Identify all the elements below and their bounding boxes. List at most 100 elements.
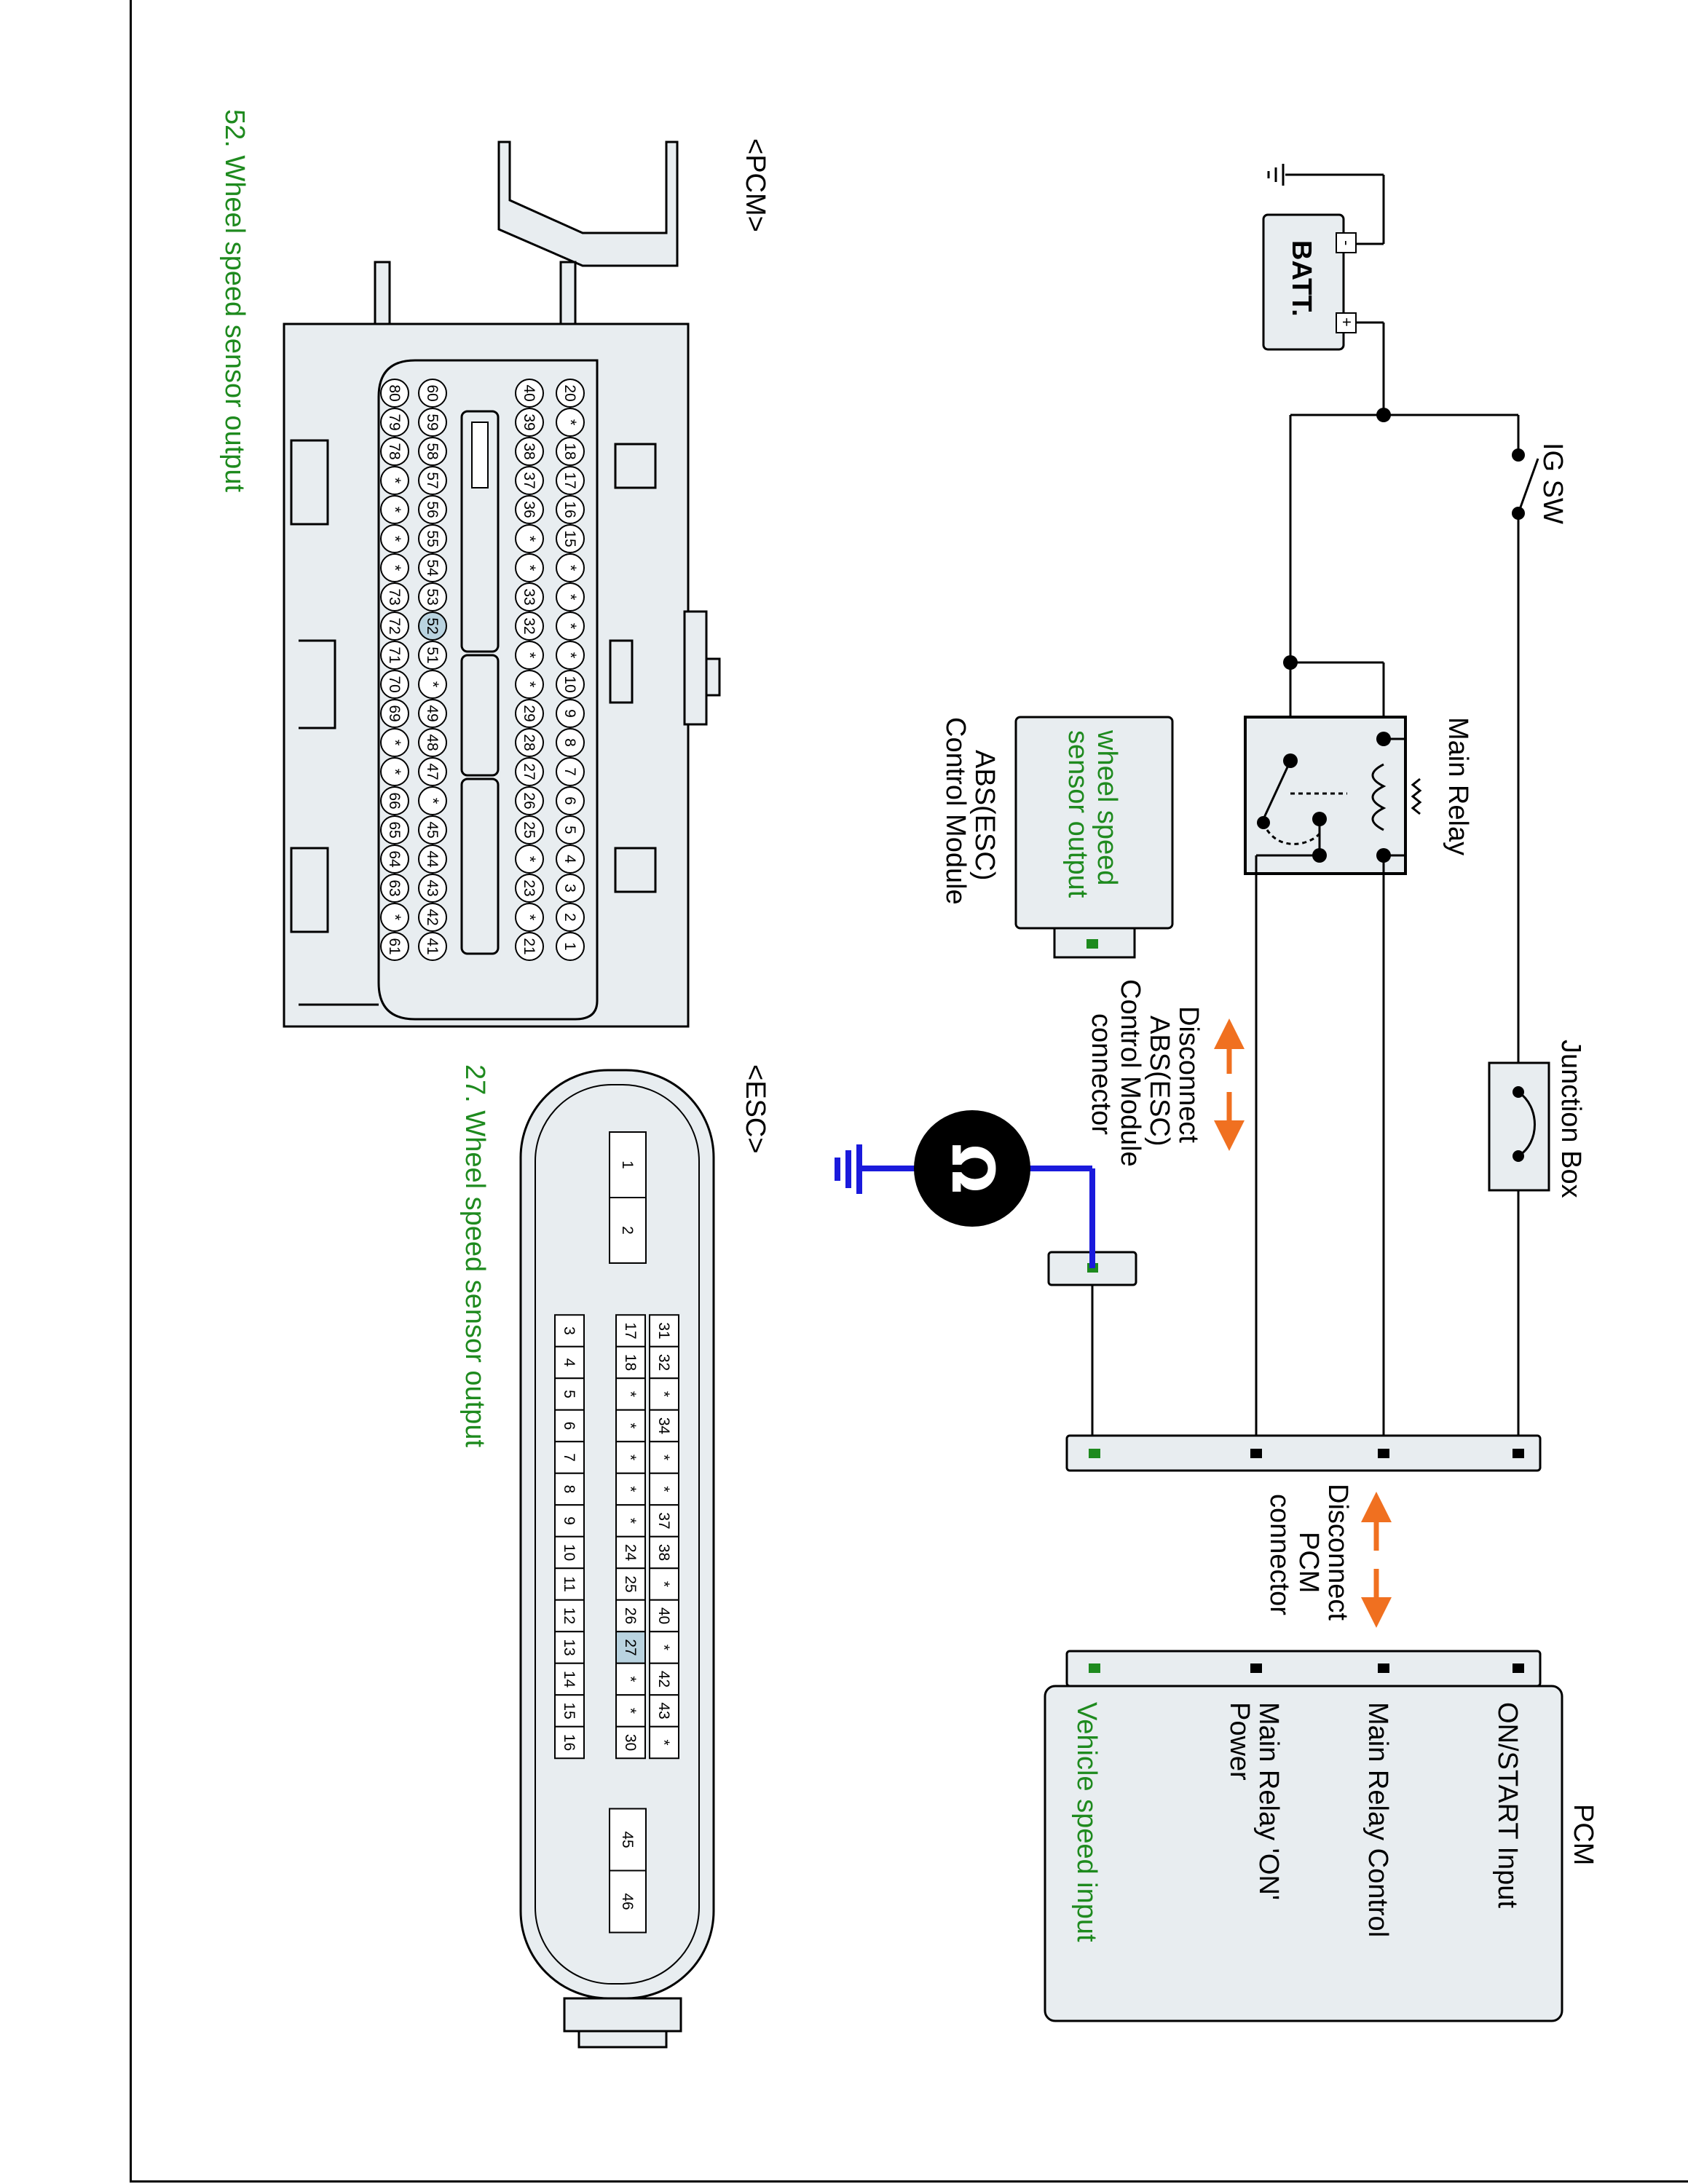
esc-connector-header: <ESC>: [740, 1064, 770, 1154]
esc-pin: *: [649, 1567, 679, 1601]
pcm-input-on-start: ON/START Input: [1492, 1702, 1523, 1908]
pcm-pin: *: [556, 582, 585, 612]
pcm-pin-label: 51: [424, 646, 441, 663]
pcm-pin-label: 20: [561, 384, 578, 401]
pcm-pin-label: 28: [521, 734, 537, 751]
esc-pin: 25: [615, 1567, 646, 1601]
pcm-pin: 25: [515, 815, 544, 844]
pcm-pin-label: 29: [521, 705, 537, 721]
pcm-pin: 43: [418, 874, 447, 903]
pcm-pin: 23: [515, 874, 544, 903]
pcm-pin: 44: [418, 844, 447, 874]
pcm-pin: *: [418, 786, 447, 815]
pcm-pin: 41: [418, 932, 447, 961]
pcm-pin-label: 53: [424, 588, 441, 605]
pcm-pin: *: [556, 553, 585, 582]
pcm-pin-label: 65: [386, 821, 403, 838]
esc-pin-label: 3: [561, 1326, 577, 1335]
esc-pin: 2: [609, 1197, 647, 1264]
esc-pin-label: 46: [619, 1893, 636, 1910]
esc-pin: 30: [615, 1725, 646, 1760]
pcm-pin-label: 70: [386, 676, 403, 692]
pcm-pin-label: 36: [521, 501, 537, 518]
pcm-pin: *: [515, 903, 544, 932]
esc-pin: *: [615, 1504, 646, 1538]
pcm-pin: 79: [380, 408, 409, 437]
pcm-pin-label: 78: [386, 443, 403, 459]
abs-signal-label-2: sensor output: [1062, 730, 1093, 898]
esc-pin: 14: [554, 1662, 585, 1696]
esc-pin: 4: [554, 1345, 585, 1380]
esc-pin: 26: [615, 1599, 646, 1633]
pcm-pin: 54: [418, 553, 447, 582]
esc-pin: *: [615, 1662, 646, 1696]
esc-pin-label: 30: [622, 1734, 639, 1751]
pcm-pin-label: 23: [521, 879, 537, 896]
pcm-harness-connector: [1065, 1434, 1542, 1472]
pcm-pin-label: 80: [386, 384, 403, 401]
pcm-input-main-relay-control: Main Relay Control: [1362, 1702, 1393, 1937]
pcm-pin-label: 2: [561, 913, 578, 922]
esc-pin-label: 16: [561, 1734, 577, 1751]
pcm-pin-label: 9: [561, 709, 578, 718]
pcm-pin: *: [556, 641, 585, 670]
esc-pin-label: 45: [619, 1831, 636, 1848]
esc-pin-label: 17: [622, 1322, 639, 1339]
pcm-pin: *: [418, 670, 447, 699]
pcm-input-main-relay-on: Main Relay 'ON': [1253, 1702, 1284, 1900]
ground-icon: [835, 1144, 862, 1194]
pcm-pin-label: 56: [424, 501, 441, 518]
pcm-pin-label: 57: [424, 472, 441, 488]
pcm-pin-label: 8: [561, 738, 578, 747]
pcm-pin-label: *: [521, 856, 539, 863]
esc-pin-label: 1: [619, 1160, 636, 1169]
esc-pin: 8: [554, 1472, 585, 1506]
pcm-pin: 42: [418, 903, 447, 932]
pcm-pin: 26: [515, 786, 544, 815]
esc-pin-label: *: [622, 1486, 639, 1492]
pcm-pin-label: 5: [561, 826, 578, 834]
pcm-pin: *: [556, 612, 585, 641]
esc-pin-label: 38: [655, 1544, 672, 1561]
pcm-pin: 20: [556, 379, 585, 408]
esc-pin-label: 14: [561, 1671, 577, 1688]
esc-pin-label: *: [655, 1739, 672, 1745]
ohmmeter-icon: Ω: [914, 1110, 1030, 1227]
pcm-pin-label: 47: [424, 763, 441, 780]
esc-pin: *: [615, 1472, 646, 1506]
pcm-pin-label: *: [521, 681, 539, 688]
pcm-pin-label: *: [424, 681, 442, 688]
pcm-pin-label: *: [386, 507, 404, 513]
esc-pin-label: *: [622, 1455, 639, 1460]
pcm-pin-label: 60: [424, 384, 441, 401]
esc-pin: 45: [609, 1808, 647, 1872]
pcm-pin: 65: [380, 815, 409, 844]
esc-pin-label: 4: [561, 1358, 577, 1367]
pcm-pin: 49: [418, 699, 447, 728]
esc-pin-label: 15: [561, 1702, 577, 1719]
pcm-pin: 36: [515, 495, 544, 524]
pcm-pin-label: *: [521, 565, 539, 571]
pcm-pin: 28: [515, 728, 544, 757]
esc-pin-label: *: [655, 1455, 672, 1460]
pcm-pin-label: 1: [561, 942, 578, 951]
pcm-pin: 58: [418, 437, 447, 466]
pcm-pin-label: *: [386, 740, 404, 746]
pcm-pin-label: 21: [521, 938, 537, 954]
ignition-switch: IG SW: [1512, 443, 1568, 524]
esc-pin: 3: [554, 1314, 585, 1348]
pcm-pin: 70: [380, 670, 409, 699]
pcm-pin-label: 48: [424, 734, 441, 751]
pcm-input-power: Power: [1224, 1702, 1255, 1781]
pcm-pin: 57: [418, 466, 447, 495]
pcm-pin-label: *: [561, 419, 580, 426]
esc-pin: 40: [649, 1599, 679, 1633]
pcm-pin-label: 37: [521, 472, 537, 488]
esc-pin-label: 10: [561, 1544, 577, 1561]
esc-pin: 1: [609, 1131, 647, 1198]
esc-pin-label: 6: [561, 1422, 577, 1431]
disconnect-abs-line-3: Control Module: [1115, 979, 1145, 1167]
esc-pin: 18: [615, 1345, 646, 1380]
esc-pin-label: 13: [561, 1639, 577, 1655]
pcm-pin: 47: [418, 757, 447, 786]
